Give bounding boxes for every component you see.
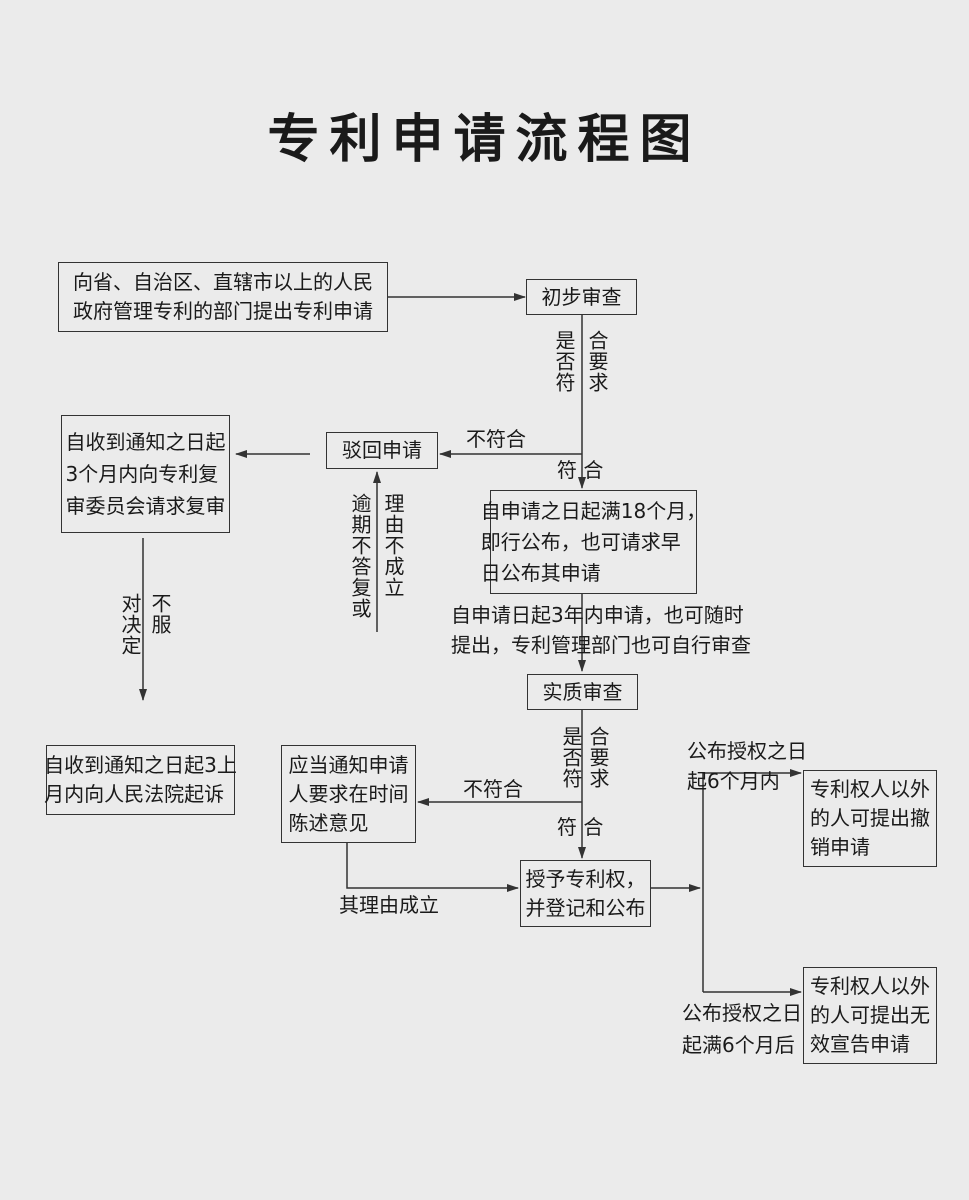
box-court-appeal: 自收到通知之日起3上 月内向人民法院起诉 — [46, 745, 235, 815]
label-overdue-2: 理由不成立 — [381, 493, 405, 598]
label-reason-valid: 其理由成立 — [339, 892, 439, 918]
label-within-6-months-2: 起6个月内 — [687, 768, 780, 794]
box-text: 自收到通知之日起 3个月内向专利复 审委员会请求复审 — [66, 426, 226, 522]
box-request-review: 自收到通知之日起 3个月内向专利复 审委员会请求复审 — [61, 415, 230, 533]
label-within-6-months-1: 公布授权之日 — [687, 738, 807, 764]
box-preliminary-exam: 初步审查 — [526, 279, 637, 315]
box-submit-application: 向省、自治区、直辖市以上的人民 政府管理专利的部门提出专利申请 — [58, 262, 388, 332]
label-after-6-months-2: 起满6个月后 — [682, 1032, 795, 1058]
label-prelim-pass: 符 合 — [557, 457, 603, 483]
label-exam-request-line1: 自申请日起3年内申请，也可随时 — [451, 602, 744, 628]
box-text: 自收到通知之日起3上 月内向人民法院起诉 — [44, 751, 237, 809]
box-grant-patent: 授予专利权， 并登记和公布 — [520, 860, 651, 927]
box-text: 自申请之日起满18个月， 即行公布，也可请求早 日公布其申请 — [481, 496, 706, 589]
box-text: 初步审查 — [542, 283, 622, 312]
label-prelim-question-1: 是否符 — [552, 330, 576, 393]
label-subst-fail: 不符合 — [463, 776, 523, 802]
label-prelim-question-2: 合要求 — [585, 330, 609, 393]
box-publication: 自申请之日起满18个月， 即行公布，也可请求早 日公布其申请 — [490, 490, 697, 594]
box-text: 驳回申请 — [342, 436, 422, 465]
label-refuse-decision-1: 对决定 — [118, 593, 142, 656]
label-subst-question-1: 是否符 — [559, 726, 583, 789]
box-substantive-exam: 实质审查 — [527, 674, 638, 710]
label-subst-question-2: 合要求 — [586, 726, 610, 789]
box-text: 应当通知申请 人要求在时间 陈述意见 — [289, 751, 409, 838]
box-text: 实质审查 — [543, 678, 623, 707]
box-revocation-request: 专利权人以外 的人可提出撤 销申请 — [803, 770, 937, 867]
label-prelim-fail: 不符合 — [466, 426, 526, 452]
box-notify-applicant: 应当通知申请 人要求在时间 陈述意见 — [281, 745, 416, 843]
box-text: 专利权人以外 的人可提出撤 销申请 — [810, 775, 930, 862]
label-overdue-1: 逾期不答复或 — [348, 493, 372, 619]
arrow-notify-to-grant — [347, 843, 518, 888]
box-text: 向省、自治区、直辖市以上的人民 政府管理专利的部门提出专利申请 — [73, 268, 373, 326]
label-exam-request-line2: 提出，专利管理部门也可自行审查 — [451, 632, 751, 658]
page-title: 专利申请流程图 — [0, 108, 969, 172]
box-text: 专利权人以外 的人可提出无 效宣告申请 — [810, 972, 930, 1059]
label-subst-pass: 符 合 — [557, 814, 603, 840]
box-reject-application: 驳回申请 — [326, 432, 438, 469]
label-refuse-decision-2: 不服 — [148, 593, 172, 635]
label-after-6-months-1: 公布授权之日 — [682, 1000, 802, 1026]
box-text: 授予专利权， 并登记和公布 — [526, 865, 646, 923]
box-invalidation-request: 专利权人以外 的人可提出无 效宣告申请 — [803, 967, 937, 1064]
